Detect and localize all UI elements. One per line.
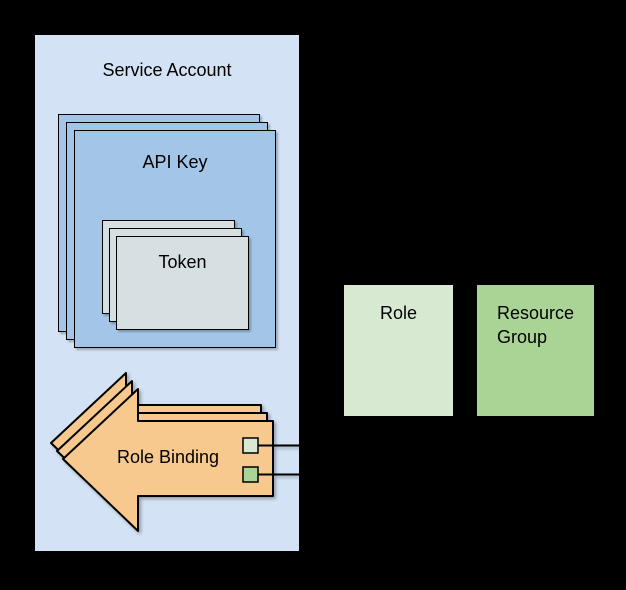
token-label: Token <box>158 252 207 272</box>
service-account-label: Service Account <box>102 60 232 80</box>
role-binding-arrow-front <box>62 388 274 532</box>
resource-group-node: Resource Group <box>477 285 594 416</box>
role-binding-arrow <box>50 372 299 532</box>
resource-group-connector-swatch <box>242 466 259 483</box>
token-card: Token <box>116 236 249 330</box>
role-label: Role <box>379 303 418 323</box>
api-key-label: API Key <box>142 152 208 172</box>
role-node: Role <box>344 285 453 416</box>
service-account-container: Service Account API Key Token Ro <box>35 35 299 551</box>
resource-group-label: Resource Group <box>497 303 575 347</box>
role-binding-label: Role Binding <box>116 447 220 467</box>
role-connector-swatch <box>242 437 259 454</box>
